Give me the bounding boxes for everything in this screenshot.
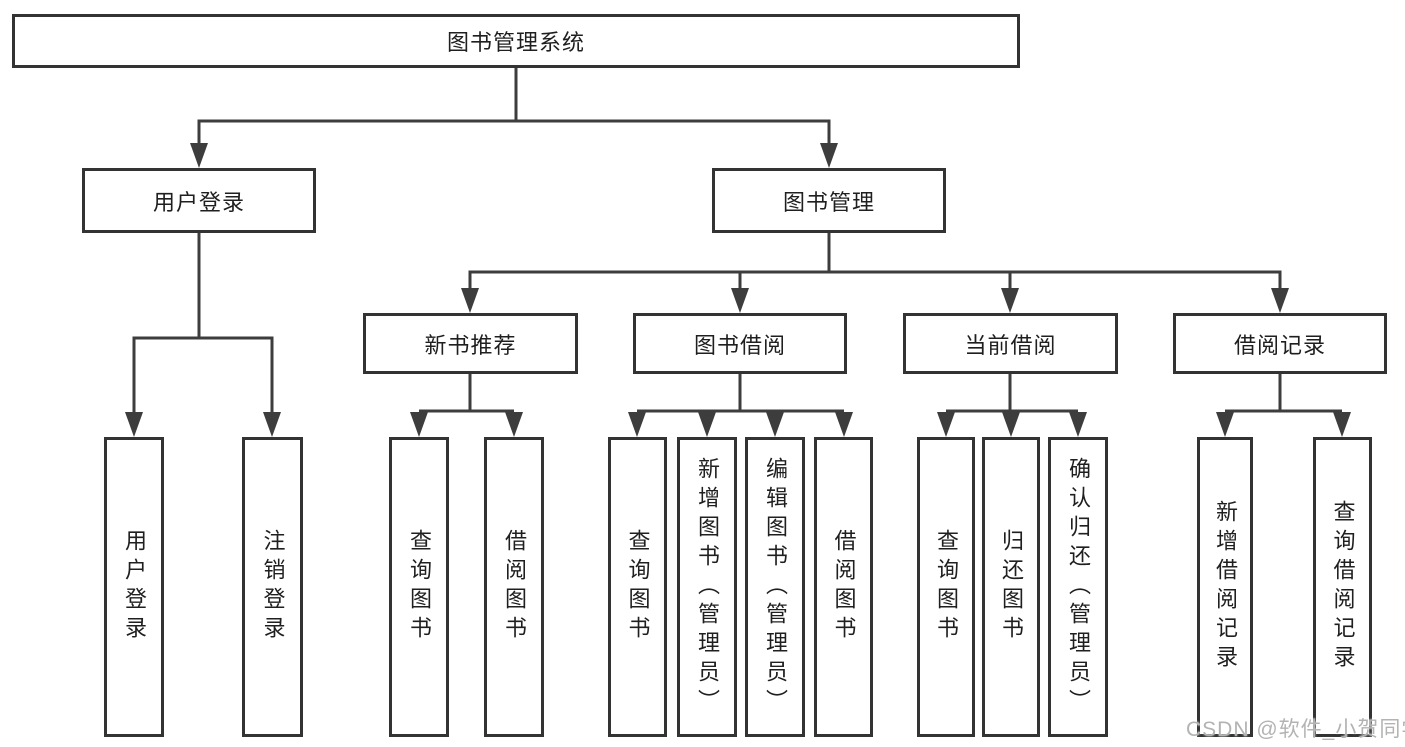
leaf-borrow-edit-book-admin-label: 编辑图书（管理员） — [763, 456, 788, 718]
arrow-icon — [628, 412, 646, 437]
node-root: 图书管理系统 — [12, 14, 1020, 68]
connector-root-branch — [197, 119, 831, 146]
arrow-icon — [1002, 412, 1020, 437]
arrow-icon — [698, 412, 716, 437]
node-borrow-record-label: 借阅记录 — [1233, 332, 1326, 358]
leaf-borrow-add-book-admin-label: 新增图书（管理员） — [695, 456, 720, 718]
leaf-user-login-label: 用户登录 — [122, 529, 147, 645]
leaf-newrec-borrow-book-label: 借阅图书 — [502, 529, 527, 645]
arrow-icon — [125, 412, 143, 437]
node-current-borrow: 当前借阅 — [903, 313, 1118, 374]
node-new-book-recommend: 新书推荐 — [363, 313, 578, 374]
leaf-logout: 注销登录 — [242, 437, 303, 737]
node-user-login: 用户登录 — [82, 168, 316, 233]
leaf-record-add: 新增借阅记录 — [1197, 437, 1253, 737]
leaf-user-login: 用户登录 — [104, 437, 164, 737]
node-book-borrow: 图书借阅 — [633, 313, 847, 374]
leaf-newrec-query-book-label: 查询图书 — [407, 529, 432, 645]
node-borrow-record: 借阅记录 — [1173, 313, 1387, 374]
leaf-newrec-borrow-book: 借阅图书 — [484, 437, 544, 737]
arrow-icon — [190, 143, 208, 168]
node-current-borrow-label: 当前借阅 — [964, 332, 1057, 358]
leaf-current-query-book-label: 查询图书 — [934, 529, 959, 645]
leaf-newrec-query-book: 查询图书 — [389, 437, 449, 737]
arrow-icon — [1216, 412, 1234, 437]
arrowheads — [125, 143, 1351, 437]
leaf-borrow-add-book-admin: 新增图书（管理员） — [677, 437, 737, 737]
leaf-current-query-book: 查询图书 — [917, 437, 975, 737]
leaf-record-add-label: 新增借阅记录 — [1213, 500, 1238, 674]
node-book-management: 图书管理 — [712, 168, 946, 233]
arrow-icon — [820, 143, 838, 168]
arrow-icon — [1069, 412, 1087, 437]
arrow-icon — [1271, 288, 1289, 313]
node-book-borrow-label: 图书借阅 — [693, 332, 786, 358]
arrow-icon — [731, 288, 749, 313]
node-book-management-label: 图书管理 — [782, 189, 875, 215]
leaf-borrow-edit-book-admin: 编辑图书（管理员） — [745, 437, 805, 737]
node-new-book-recommend-label: 新书推荐 — [424, 332, 517, 358]
leaf-record-query-label: 查询借阅记录 — [1330, 500, 1356, 674]
arrow-icon — [263, 412, 281, 437]
leaf-logout-label: 注销登录 — [260, 529, 286, 645]
arrow-icon — [835, 412, 853, 437]
arrow-icon — [1001, 288, 1019, 313]
leaf-current-confirm-return-admin-label: 确认归还（管理员） — [1066, 456, 1091, 718]
leaf-current-return-book: 归还图书 — [982, 437, 1040, 737]
arrow-icon — [505, 412, 523, 437]
arrow-icon — [410, 412, 428, 437]
leaf-record-query: 查询借阅记录 — [1313, 437, 1372, 737]
arrow-icon — [1333, 412, 1351, 437]
connector-userlogin-branch — [132, 336, 274, 414]
leaf-borrow-query-book: 查询图书 — [608, 437, 667, 737]
csdn-watermark: CSDN @软件_小贺同学 — [1186, 718, 1405, 741]
arrow-icon — [937, 412, 955, 437]
connector-bookmgmt-branch — [468, 270, 1282, 290]
node-root-label: 图书管理系统 — [446, 30, 585, 55]
arrow-icon — [766, 412, 784, 437]
leaf-borrow-query-book-label: 查询图书 — [625, 529, 651, 645]
leaf-borrow-borrow-book: 借阅图书 — [814, 437, 873, 737]
leaf-current-confirm-return-admin: 确认归还（管理员） — [1048, 437, 1108, 737]
leaf-current-return-book-label: 归还图书 — [999, 529, 1024, 645]
node-user-login-label: 用户登录 — [152, 189, 245, 215]
leaf-borrow-borrow-book-label: 借阅图书 — [831, 529, 857, 645]
arrow-icon — [461, 288, 479, 313]
